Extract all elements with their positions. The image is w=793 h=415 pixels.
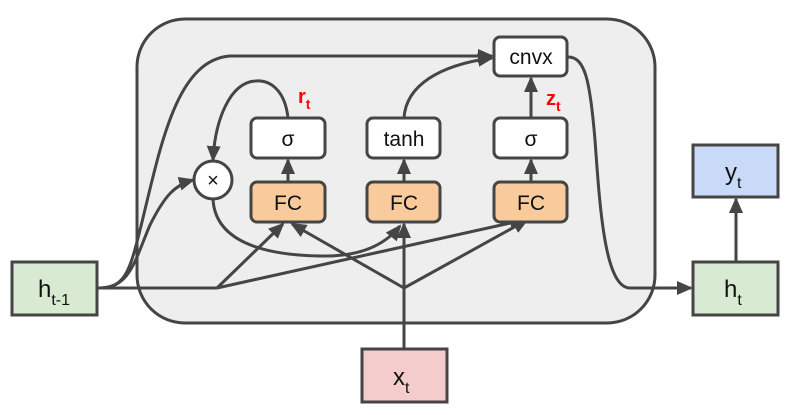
svg-text:xt: xt — [393, 364, 410, 397]
node-tanh: tanh — [365, 116, 442, 160]
h-sub: t — [737, 292, 742, 309]
sigma-r-label: σ — [282, 128, 295, 151]
h-prev-base: h — [38, 276, 51, 303]
edge-tanh-to-cnvx — [402, 52, 494, 119]
multiply-icon: × — [207, 170, 219, 192]
node-fc-tanh: FC — [365, 180, 442, 224]
fc-z-label: FC — [517, 192, 545, 215]
h-prev-sub: t-1 — [51, 292, 70, 309]
x-sub: t — [405, 380, 410, 397]
gate-z-base: z — [546, 88, 556, 110]
node-y: yt — [691, 143, 780, 199]
fc-r-label: FC — [274, 192, 302, 215]
y-base: y — [725, 159, 737, 186]
gate-r-base: r — [298, 86, 306, 108]
x-base: x — [393, 364, 405, 391]
svg-text:yt: yt — [725, 159, 742, 192]
node-h-prev: ht-1 — [10, 260, 99, 317]
edge-cnvx-to-h — [567, 55, 693, 295]
cell-container — [135, 17, 657, 325]
gate-r-sub: t — [306, 96, 311, 112]
edge-x-to-fc-r — [290, 222, 405, 290]
svg-text:ht: ht — [724, 276, 742, 309]
edge-sigma-r-to-multiply — [206, 79, 290, 162]
node-sigma-z: σ — [492, 116, 569, 160]
gate-z-sub: t — [556, 98, 561, 114]
edge-x-to-fc-z — [403, 218, 529, 290]
edge-multiply-to-fc-tanh — [211, 198, 402, 258]
y-sub: t — [737, 175, 742, 192]
node-h: ht — [691, 260, 780, 317]
tanh-label: tanh — [384, 128, 425, 151]
svg-text:ht-1: ht-1 — [38, 276, 70, 309]
node-fc-r: FC — [249, 180, 327, 224]
edge-hprev-to-fc-r — [215, 222, 285, 290]
edge-hprev-to-fc-z — [216, 216, 526, 290]
node-sigma-r: σ — [249, 116, 327, 160]
fc-tanh-label: FC — [390, 192, 418, 215]
edge-hprev-to-multiply — [99, 177, 195, 290]
node-multiply: × — [192, 159, 234, 201]
gate-label-z: zt — [546, 88, 561, 114]
h-base: h — [724, 276, 737, 303]
sigma-z-label: σ — [525, 128, 538, 151]
cnvx-label: cnvx — [509, 46, 553, 69]
node-fc-z: FC — [492, 180, 569, 224]
node-x: xt — [360, 347, 449, 404]
node-cnvx: cnvx — [492, 35, 569, 78]
gate-label-r: rt — [298, 86, 311, 112]
